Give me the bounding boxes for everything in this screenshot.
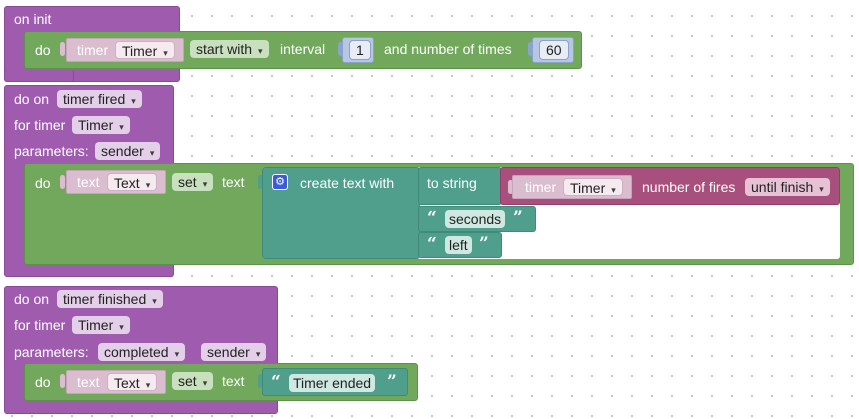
chevron-down-icon: ▾ — [119, 122, 124, 132]
text-label: text — [77, 174, 100, 190]
connector-notch — [508, 180, 513, 194]
timer-label: timer — [77, 42, 109, 58]
connector-notch — [258, 175, 263, 189]
set-dropdown[interactable]: set▾ — [172, 173, 214, 191]
to-string-label: to string — [427, 175, 477, 191]
chevron-down-icon: ▾ — [174, 349, 180, 359]
for-timer-dropdown[interactable]: Timer▾ — [72, 116, 130, 134]
param-sender-dropdown[interactable]: sender▾ — [201, 343, 267, 361]
quote-open-icon: “ — [427, 208, 437, 228]
until-finish-dropdown[interactable]: until finish▾ — [745, 178, 830, 196]
event-dropdown[interactable]: timer fired▾ — [57, 90, 142, 108]
seconds-string-value[interactable]: seconds — [445, 210, 506, 228]
quote-close-icon: ” — [513, 208, 523, 228]
seconds-string-block[interactable]: “ seconds ” — [418, 206, 536, 232]
connector-notch — [413, 213, 418, 227]
do-label: do — [35, 175, 51, 191]
do-label: do — [35, 42, 51, 58]
interval-value[interactable]: 1 — [349, 40, 371, 60]
create-text-block[interactable]: ⚙ create text with — [262, 167, 420, 259]
event-dropdown[interactable]: timer finished▾ — [57, 290, 163, 308]
quote-close-icon: ” — [387, 372, 397, 392]
gear-icon[interactable]: ⚙ — [272, 174, 288, 190]
do-on-label: do on — [14, 291, 50, 307]
for-timer-label: for timer — [14, 117, 66, 133]
times-number-block[interactable]: 60 — [532, 37, 574, 63]
connector-notch — [413, 238, 418, 252]
chevron-down-icon: ▾ — [145, 180, 151, 190]
connector-notch — [338, 42, 343, 56]
times-value[interactable]: 60 — [539, 40, 569, 60]
connector-notch — [60, 175, 65, 189]
create-text-label: create text with — [300, 175, 395, 191]
interval-label: interval — [280, 41, 326, 57]
connector-notch — [258, 374, 263, 388]
text-component-dropdown[interactable]: Text▾ — [107, 373, 158, 391]
chevron-down-icon: ▾ — [258, 46, 263, 56]
chevron-down-icon: ▾ — [145, 380, 151, 390]
connector-notch — [60, 374, 65, 388]
on-init-block-footer — [4, 70, 74, 82]
chevron-down-icon: ▾ — [131, 96, 136, 106]
chevron-down-icon: ▾ — [119, 322, 124, 332]
chevron-down-icon: ▾ — [149, 148, 155, 158]
param-completed-dropdown[interactable]: completed▾ — [98, 343, 186, 361]
chevron-down-icon: ▾ — [202, 378, 208, 388]
inner-timer-component-block[interactable]: timer Timer▾ — [512, 175, 632, 199]
chevron-down-icon: ▾ — [152, 296, 157, 306]
connector-notch — [60, 42, 65, 56]
number-of-fires-label: number of fires — [642, 179, 736, 195]
property-label: text — [222, 373, 245, 389]
chevron-down-icon: ▾ — [611, 185, 616, 195]
parameters-label: parameters: — [14, 344, 89, 360]
chevron-down-icon: ▾ — [163, 48, 168, 58]
property-label: text — [222, 174, 245, 190]
timer-ended-string-value[interactable]: Timer ended — [289, 374, 376, 392]
for-timer-dropdown[interactable]: Timer▾ — [72, 316, 130, 334]
quote-close-icon: ” — [479, 234, 489, 254]
quote-open-icon: “ — [427, 234, 437, 254]
parameters-label: parameters: — [14, 143, 89, 159]
chevron-down-icon: ▾ — [255, 349, 261, 359]
param-sender-dropdown[interactable]: sender▾ — [95, 142, 161, 160]
timer-component-dropdown[interactable]: Timer▾ — [115, 41, 175, 59]
timer-component-block[interactable]: timer Timer▾ — [66, 38, 184, 62]
set-dropdown[interactable]: set▾ — [172, 372, 214, 390]
to-string-block[interactable]: to string — [418, 167, 502, 205]
do-on-label: do on — [14, 91, 50, 107]
chevron-down-icon: ▾ — [202, 179, 208, 189]
interval-number-block[interactable]: 1 — [342, 37, 374, 63]
times-label: and number of times — [384, 41, 512, 57]
do-label: do — [35, 374, 51, 390]
text-label: text — [77, 374, 100, 390]
text-component-block[interactable]: text Text▾ — [66, 370, 166, 394]
quote-open-icon: “ — [271, 372, 281, 392]
timer-ended-string-block[interactable]: “ Timer ended ” — [262, 368, 408, 396]
inner-timer-label: timer — [525, 179, 557, 195]
text-component-dropdown[interactable]: Text▾ — [107, 173, 158, 191]
inner-timer-dropdown[interactable]: Timer▾ — [563, 178, 623, 196]
on-init-label: on init — [14, 11, 52, 27]
for-timer-label: for timer — [14, 317, 66, 333]
action-dropdown[interactable]: start with▾ — [190, 40, 269, 58]
chevron-down-icon: ▾ — [819, 184, 824, 194]
left-string-block[interactable]: “ left ” — [418, 232, 502, 258]
connector-notch — [528, 42, 533, 56]
text-component-block[interactable]: text Text▾ — [66, 170, 166, 194]
left-string-value[interactable]: left — [445, 236, 472, 254]
